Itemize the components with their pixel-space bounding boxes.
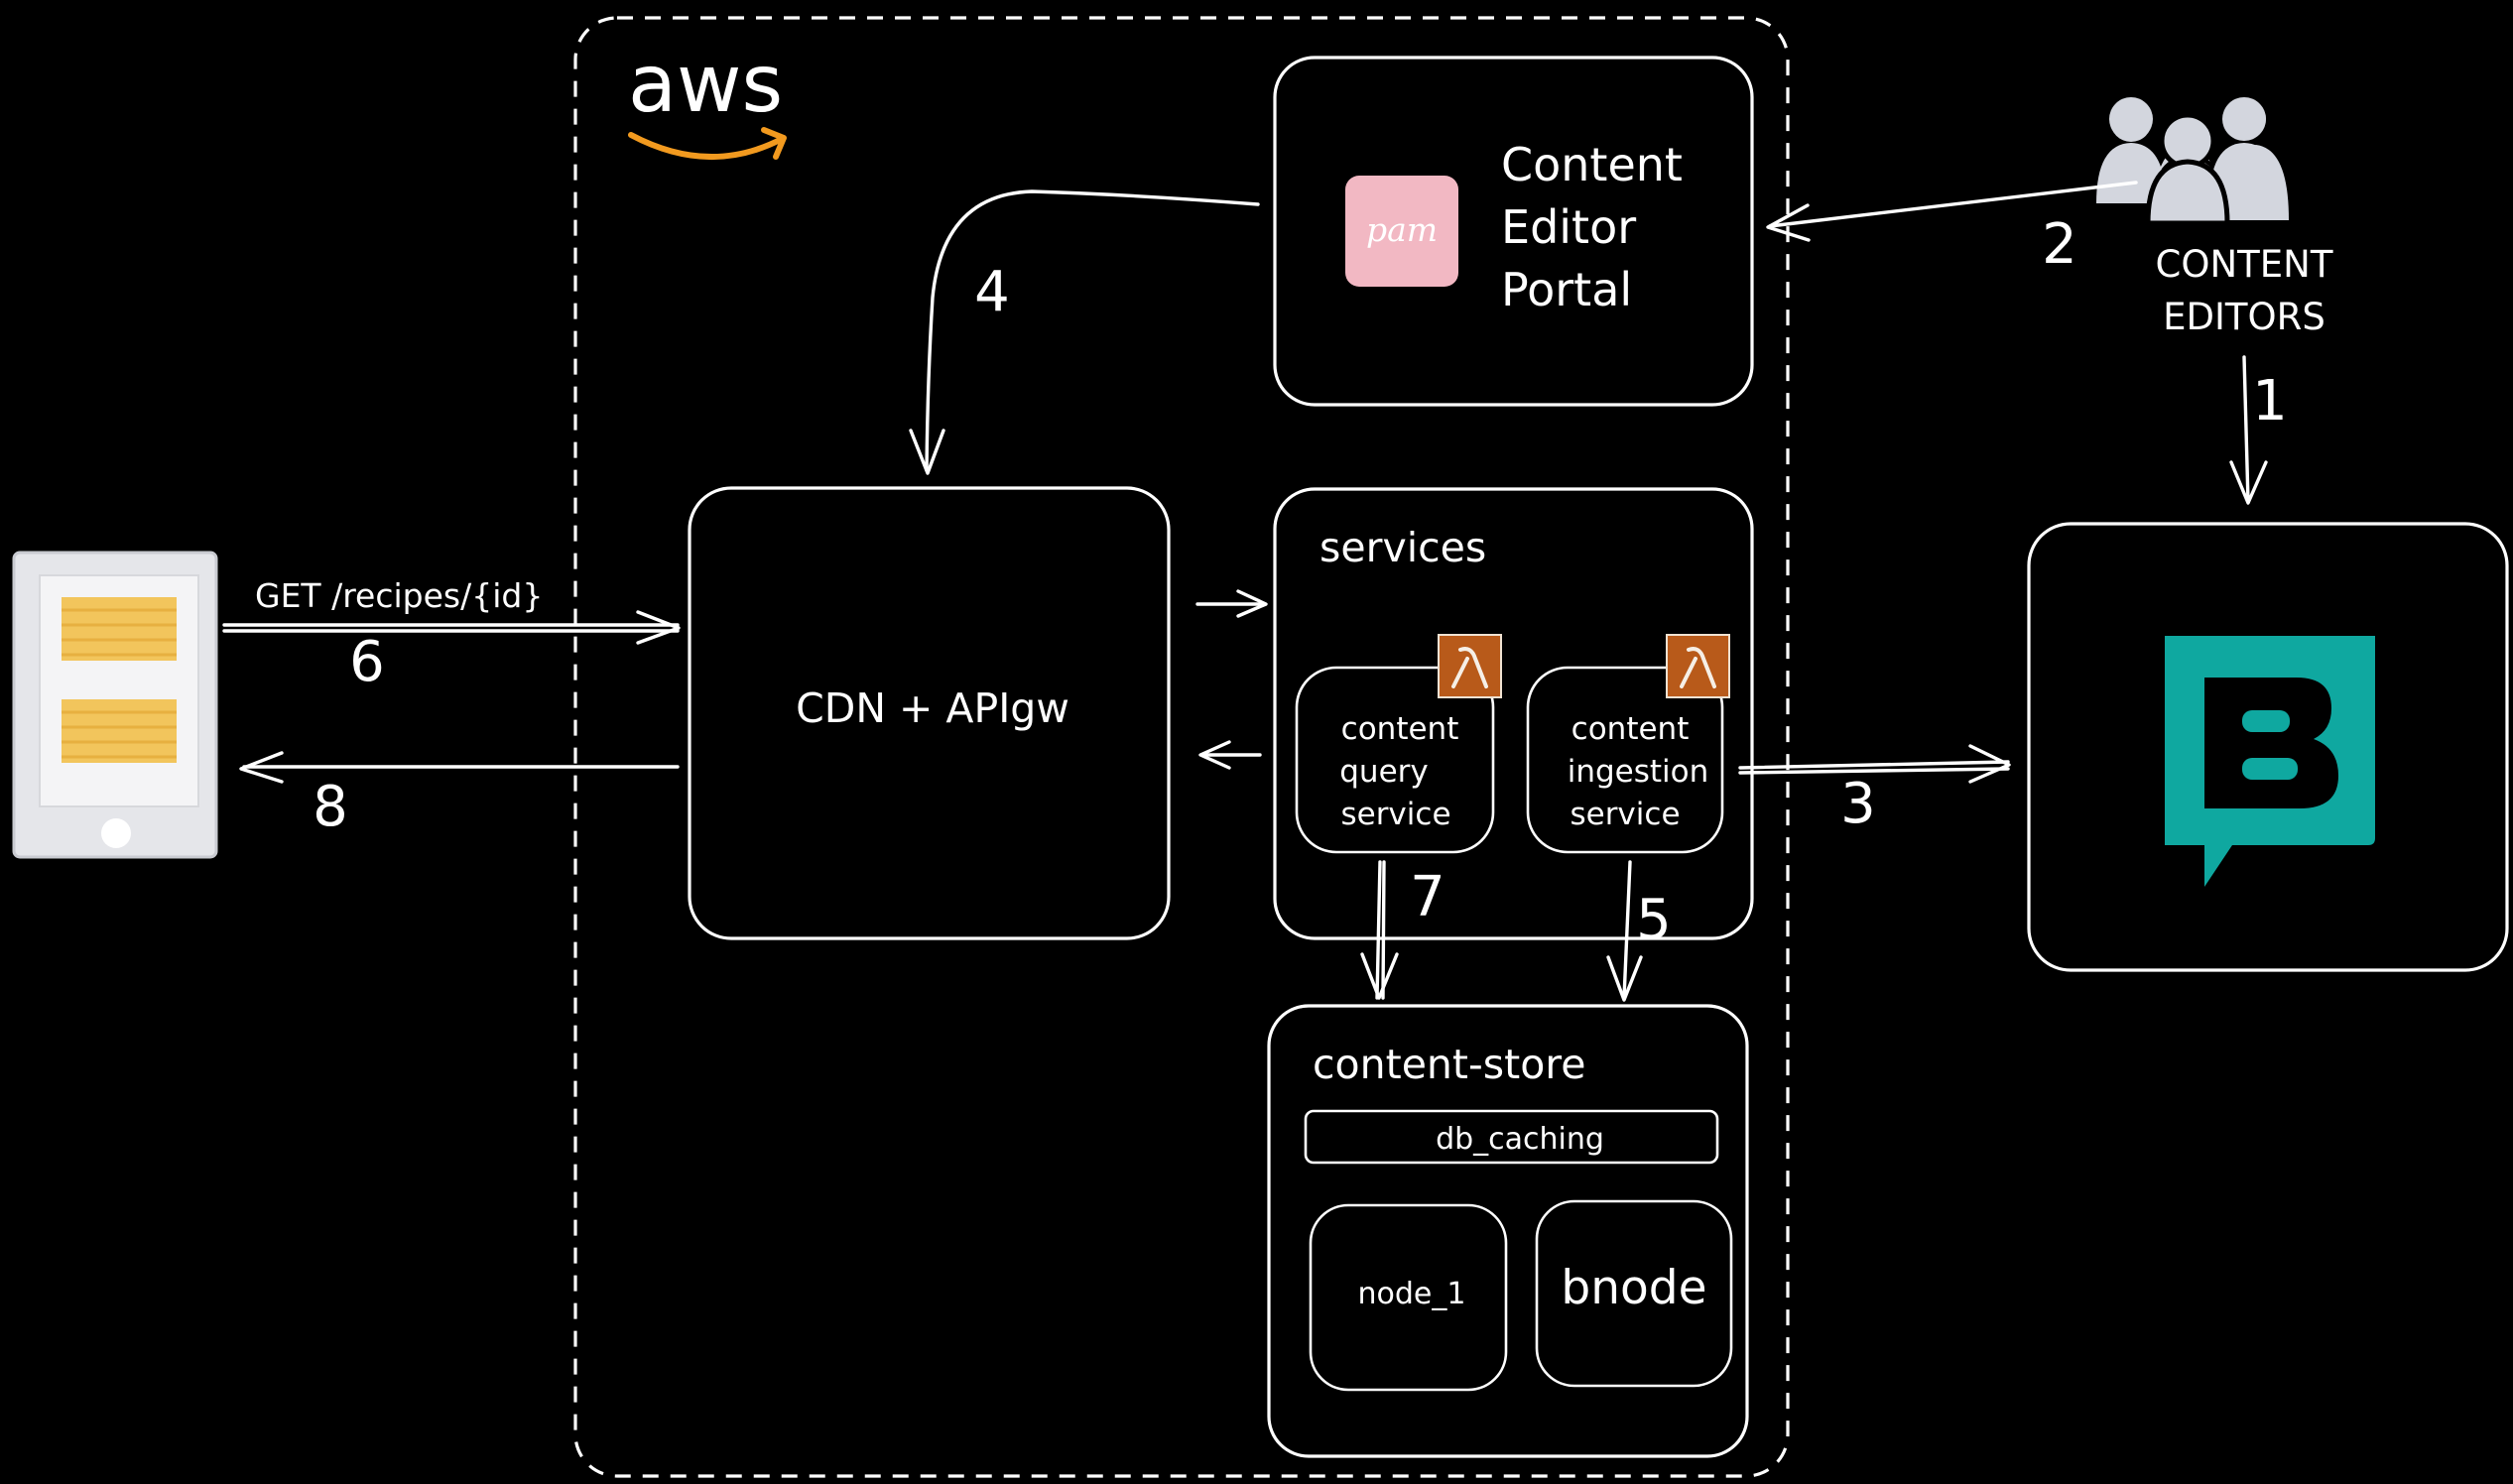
aws-logo: aws xyxy=(628,38,787,161)
request-label: GET /recipes/{id} xyxy=(255,576,543,615)
db-caching-label: db_caching xyxy=(1436,1122,1604,1157)
step-6: 6 xyxy=(349,630,385,694)
portal-title-line-3: Portal xyxy=(1501,263,1632,316)
arrow-1 xyxy=(2242,355,2250,504)
aws-logo-text: aws xyxy=(628,38,783,130)
cms xyxy=(2027,522,2509,972)
query-service-line-1: content xyxy=(1341,711,1459,747)
node-2-label: bnode xyxy=(1561,1261,1706,1315)
services-box xyxy=(1273,487,1754,940)
portal-box xyxy=(1273,56,1754,407)
query-service-line-3: service xyxy=(1340,797,1450,832)
ingestion-service-line-1: content xyxy=(1571,711,1690,747)
ingestion-service-line-2: ingestion xyxy=(1568,754,1709,790)
db-caching-box xyxy=(1304,1109,1719,1165)
users-icon-detail xyxy=(2096,97,2279,226)
pam-logo xyxy=(1345,176,1458,287)
step-1: 1 xyxy=(2252,369,2288,433)
arrow-5-head xyxy=(1606,955,1643,1002)
ingestion-service-box xyxy=(1526,666,1724,854)
arrow-7-head xyxy=(1360,952,1399,1000)
arrow-services-to-cdn-head xyxy=(1198,740,1231,770)
node-1-label: node_1 xyxy=(1358,1277,1466,1311)
aws-boundary xyxy=(573,16,1790,1478)
tablet-icon xyxy=(12,551,218,859)
step-4: 4 xyxy=(974,260,1010,324)
services-title: services xyxy=(1319,524,1486,571)
cms-box xyxy=(2027,522,2509,972)
portal-title-line-2: Editor xyxy=(1501,200,1636,254)
content-editors: CONTENT EDITORS xyxy=(2096,97,2333,338)
content-store: content-store db_caching node_1 bnode xyxy=(1267,1004,1749,1458)
step-labels: 1 2 3 4 5 6 7 8 xyxy=(313,212,2288,952)
content-store-title: content-store xyxy=(1313,1041,1585,1088)
query-service-box xyxy=(1295,666,1495,854)
cdn-apigw: CDN + APIgw xyxy=(688,486,1171,940)
arrow-4-head xyxy=(909,429,945,475)
arrow-8-head xyxy=(239,751,284,784)
lambda-icon xyxy=(1438,634,1502,698)
cdn-box xyxy=(688,486,1171,940)
content-editor-portal: pam Content Editor Portal xyxy=(1273,56,1754,407)
arrow-2-head xyxy=(1766,203,1811,242)
arrow-3-line-2 xyxy=(1738,767,2010,775)
arrow-6-head xyxy=(636,610,681,645)
arrow-1-head xyxy=(2229,460,2268,505)
arrow-3-head xyxy=(1968,744,2011,784)
step-7: 7 xyxy=(1410,865,1445,929)
arrow-cdn-to-services-head xyxy=(1236,589,1268,618)
aws-smile-icon xyxy=(628,132,785,161)
node-2-box xyxy=(1535,1199,1733,1388)
arrow-4 xyxy=(925,189,1260,472)
step-2: 2 xyxy=(2042,212,2077,277)
arrow-7-line-2 xyxy=(1381,860,1386,1000)
services: services content query service content i… xyxy=(1273,487,1754,940)
arrow-2 xyxy=(1768,181,2138,228)
cdn-label: CDN + APIgw xyxy=(796,684,1069,732)
editors-label-line-1: CONTENT xyxy=(2156,243,2333,286)
editors-label-line-2: EDITORS xyxy=(2163,296,2325,338)
pam-logo-text: pam xyxy=(1366,210,1438,249)
aws-smile-arrowhead xyxy=(761,127,787,160)
step-3: 3 xyxy=(1840,772,1876,836)
lambda-icon-2 xyxy=(1666,634,1730,698)
query-service-line-2: query xyxy=(1339,754,1429,790)
storyblok-icon xyxy=(2165,636,2375,887)
arrow-7 xyxy=(1375,860,1382,1000)
ingestion-service-line-3: service xyxy=(1570,797,1680,832)
portal-title-line-1: Content xyxy=(1501,138,1683,191)
arrows xyxy=(222,181,2268,1002)
step-5: 5 xyxy=(1636,888,1672,952)
content-store-box xyxy=(1267,1004,1749,1458)
arrow-3 xyxy=(1738,760,2010,770)
step-8: 8 xyxy=(313,775,348,839)
arrow-5 xyxy=(1622,860,1632,1000)
node-1-box xyxy=(1309,1203,1508,1392)
